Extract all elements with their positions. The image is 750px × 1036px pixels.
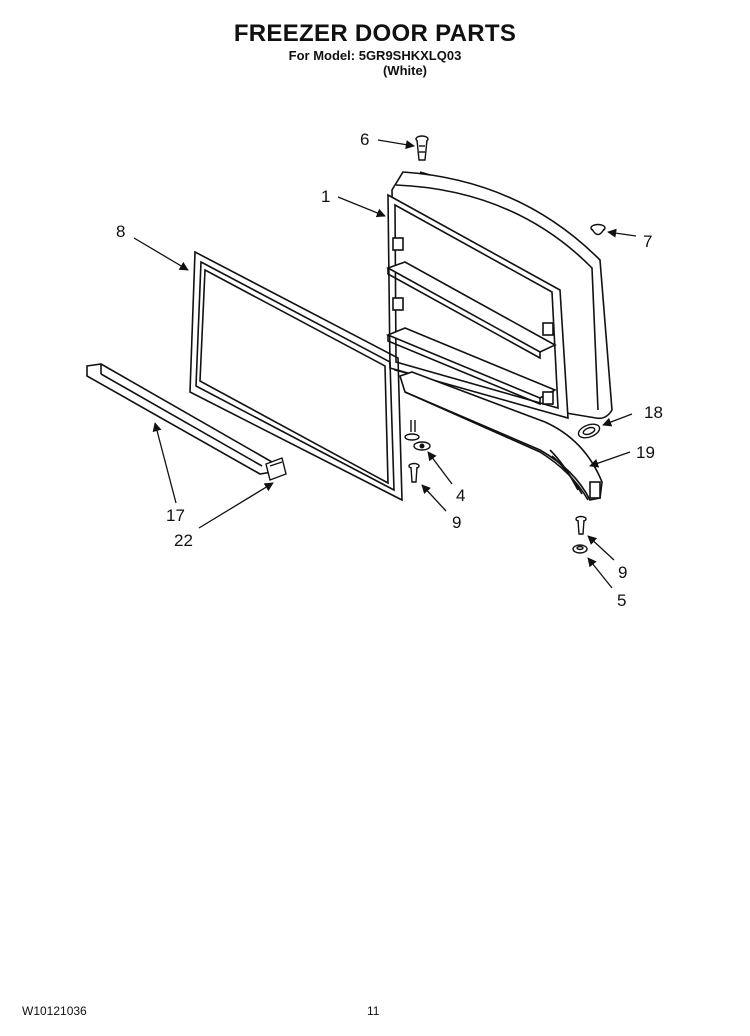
page-number: 11 [367,1004,380,1018]
freezer-door [385,171,613,420]
screw-left [408,462,420,483]
page-title: FREEZER DOOR PARTS [233,20,517,47]
callout-9-right: 9 [618,563,627,582]
callout-5: 5 [617,591,626,610]
hole-plug [590,223,606,236]
callout-4: 4 [456,486,465,505]
callout-18: 18 [644,403,663,422]
callout-7: 7 [643,232,652,251]
hinge-assembly [404,420,431,451]
callout-8: 8 [116,222,125,241]
model-number: For Model: 5GR9SHKXLQ03 [288,48,462,63]
callout-17: 17 [166,506,185,525]
leader-lines [133,139,637,589]
color-variant: (White) [382,63,428,78]
bottom-trim [399,371,603,501]
grommet [577,423,601,439]
screw-right [575,515,587,535]
callout-22: 22 [174,531,193,550]
callout-6: 6 [360,130,369,149]
door-gasket [189,250,403,502]
callout-1: 1 [321,187,330,206]
top-screw [415,135,429,161]
document-number: W10121036 [22,1004,87,1018]
end-cap [265,457,287,481]
callout-9-left: 9 [452,513,461,532]
nut [572,544,588,554]
callout-19: 19 [636,443,655,462]
